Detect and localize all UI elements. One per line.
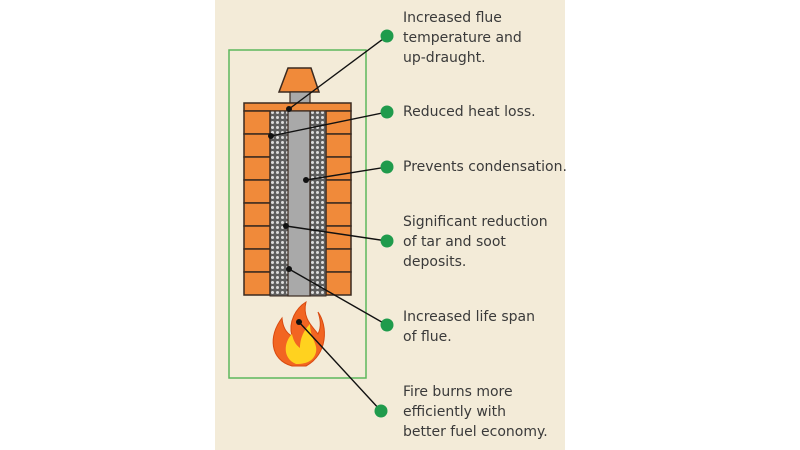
callout-label: Significant reduction of tar and soot de… <box>403 214 548 270</box>
leader-endpoint <box>303 177 309 183</box>
leader-line <box>288 268 388 326</box>
callout-label: Reduced heat loss. <box>403 104 536 120</box>
brick <box>243 133 271 158</box>
flue-liner <box>287 110 311 297</box>
leader-line <box>288 35 388 110</box>
brick <box>243 225 271 250</box>
fire-flame <box>272 300 325 367</box>
left-brick-wall <box>243 110 271 296</box>
brick <box>243 202 271 227</box>
brick <box>243 271 271 296</box>
callout-label: Prevents condensation. <box>403 159 567 175</box>
callout-label: Fire burns more efficiently with better … <box>403 384 548 440</box>
callout-marker <box>380 105 394 119</box>
leader-line <box>305 166 388 181</box>
brick <box>243 156 271 181</box>
callout-marker <box>380 160 394 174</box>
right-brick-wall <box>325 110 352 296</box>
insulation-right <box>309 110 327 297</box>
callout-marker <box>380 234 394 248</box>
leader-endpoint <box>296 319 302 325</box>
callout-marker <box>380 29 394 43</box>
leader-endpoint <box>283 223 289 229</box>
leader-endpoint <box>286 266 292 272</box>
callout-label: Increased flue temperature and up-draugh… <box>403 10 522 66</box>
brick <box>243 179 271 204</box>
callout-marker <box>380 318 394 332</box>
leader-line <box>285 225 388 242</box>
callout-leaders <box>268 29 394 418</box>
leader-endpoint <box>286 106 292 112</box>
leader-endpoint <box>268 133 274 139</box>
chimney-cap <box>277 67 321 93</box>
insulation-left <box>269 110 289 297</box>
brick <box>325 248 352 273</box>
brick <box>325 225 352 250</box>
diagram-frame <box>228 49 367 379</box>
brick <box>325 179 352 204</box>
brick <box>325 202 352 227</box>
callout-label: Increased life span of flue. <box>403 309 535 345</box>
brick <box>243 248 271 273</box>
leader-line <box>298 321 382 412</box>
callout-marker <box>374 404 388 418</box>
chimney-top-slab <box>243 102 352 112</box>
leader-line <box>270 111 388 137</box>
brick <box>243 110 271 135</box>
brick <box>325 133 352 158</box>
